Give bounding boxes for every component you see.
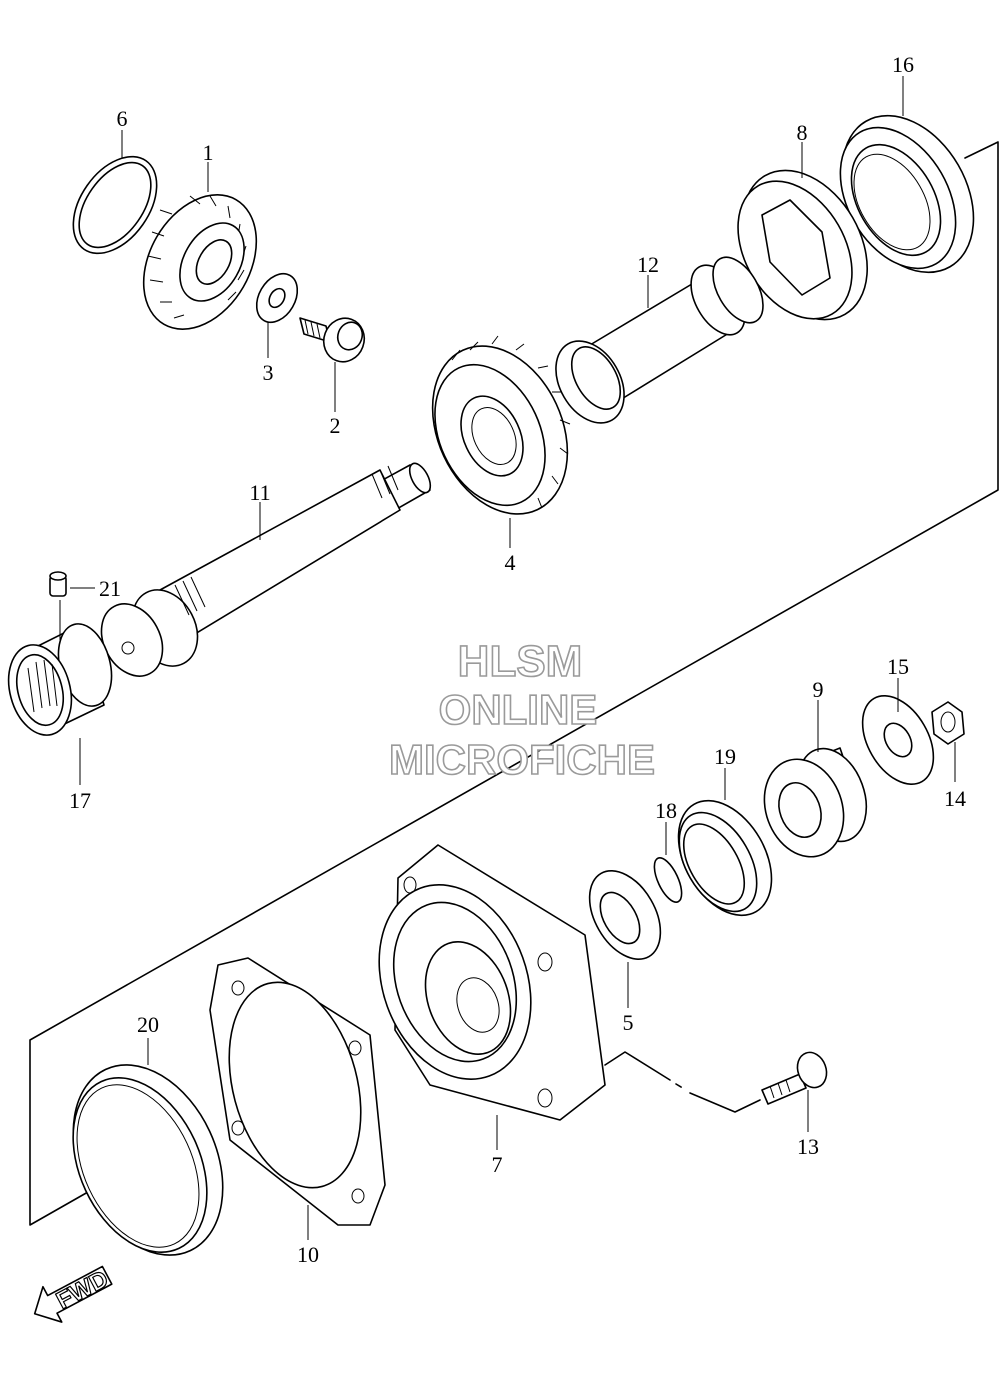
- part-number-labels: 1 2 3 4 5 6 7 8 9 10 11 12 13 14 15 16 1…: [69, 52, 966, 1267]
- label-11: 11: [249, 480, 270, 505]
- label-10: 10: [297, 1242, 319, 1267]
- part-18-o-ring: [653, 857, 683, 903]
- part-17-needle-bearing: [7, 623, 113, 736]
- part-13-bolt: [761, 1051, 828, 1105]
- part-2-bolt: [299, 317, 366, 363]
- label-20: 20: [137, 1012, 159, 1037]
- fwd-label: FWD: [52, 1265, 113, 1314]
- watermark: HLSM ONLINE MICROFICHE: [388, 636, 656, 784]
- part-12-sleeve: [555, 256, 764, 424]
- part-8-hex-nut: [737, 169, 868, 321]
- label-15: 15: [887, 654, 909, 679]
- watermark-line-2: ONLINE: [439, 686, 598, 733]
- part-20-seal-ring: [72, 1064, 224, 1256]
- label-8: 8: [797, 120, 808, 145]
- label-7: 7: [492, 1152, 503, 1177]
- label-21: 21: [99, 576, 121, 601]
- watermark-line-1: HLSM: [458, 637, 583, 686]
- label-16: 16: [892, 52, 914, 77]
- part-5-oil-seal: [588, 870, 662, 960]
- label-19: 19: [714, 744, 736, 769]
- part-19-oil-seal: [677, 799, 773, 917]
- label-4: 4: [505, 550, 516, 575]
- watermark-line-3: MICROFICHE: [389, 736, 655, 783]
- part-10-gasket: [209, 957, 386, 1226]
- bolt-path-line: [604, 1051, 761, 1113]
- label-3: 3: [263, 360, 274, 385]
- part-15-washer: [861, 695, 935, 785]
- label-17: 17: [69, 788, 91, 813]
- label-13: 13: [797, 1134, 819, 1159]
- label-12: 12: [637, 252, 659, 277]
- part-6-o-ring: [72, 155, 158, 255]
- label-9: 9: [813, 677, 824, 702]
- label-18: 18: [655, 798, 677, 823]
- part-9-coupler: [763, 747, 868, 858]
- part-11-drive-shaft: [100, 462, 432, 677]
- part-1-bevel-gear: [142, 194, 258, 330]
- assembly-boundary: [29, 141, 999, 1226]
- label-2: 2: [330, 413, 341, 438]
- part-16-oil-seal: [839, 114, 975, 274]
- part-4-bevel-gear: [431, 335, 571, 515]
- label-14: 14: [944, 786, 966, 811]
- label-6: 6: [117, 106, 128, 131]
- label-5: 5: [623, 1010, 634, 1035]
- label-1: 1: [203, 140, 214, 165]
- part-14-nut: [931, 701, 965, 745]
- part-21-pin: [49, 571, 67, 597]
- fwd-arrow-icon: FWD: [33, 1265, 114, 1323]
- part-7-housing: [378, 844, 606, 1121]
- part-3-washer: [255, 272, 299, 324]
- leader-lines: [59, 76, 956, 1240]
